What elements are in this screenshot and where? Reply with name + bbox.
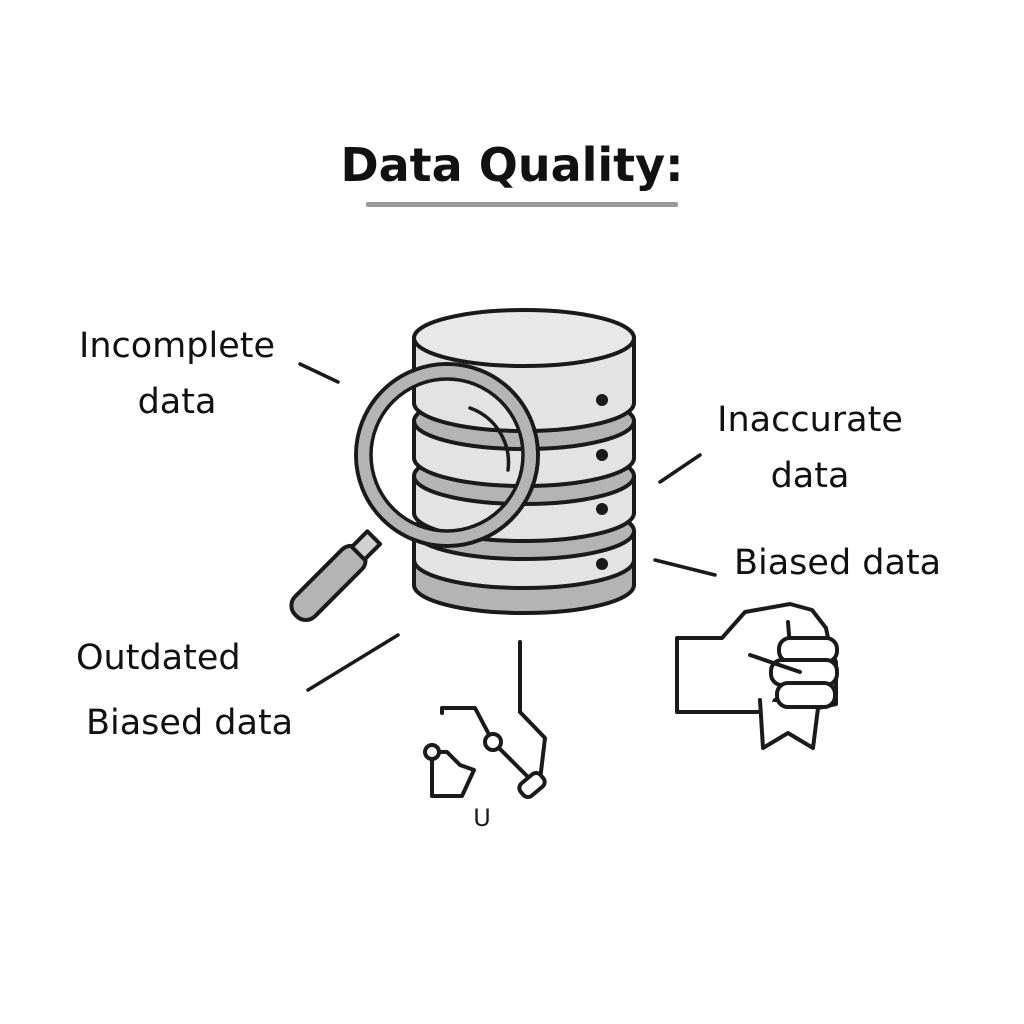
title-underline (366, 202, 678, 207)
connector-inaccurate (658, 453, 702, 484)
network-icon (423, 640, 547, 800)
database-indicator-dots (596, 394, 608, 570)
connector-outdated (306, 633, 400, 692)
label-inaccurate-data: Inaccurate data (710, 392, 910, 504)
page-title: Data Quality: (340, 138, 684, 192)
label-incomplete-data: Incomplete data (72, 318, 282, 430)
connector-biased-right (653, 558, 717, 577)
label-biased-data-right: Biased data (734, 543, 942, 583)
label-inaccurate-line1: Inaccurate (717, 400, 903, 440)
connector-incomplete (298, 362, 340, 384)
label-incomplete-line1: Incomplete (79, 326, 275, 366)
network-glyph-label: U (473, 804, 491, 832)
label-outdated: Outdated (76, 638, 241, 678)
magnifying-glass-icon (289, 362, 540, 622)
label-incomplete-line2: data (137, 382, 217, 422)
hand-ribbon-icon (675, 602, 839, 750)
label-biased-data-left: Biased data (86, 703, 294, 743)
label-inaccurate-line2: data (770, 456, 850, 496)
